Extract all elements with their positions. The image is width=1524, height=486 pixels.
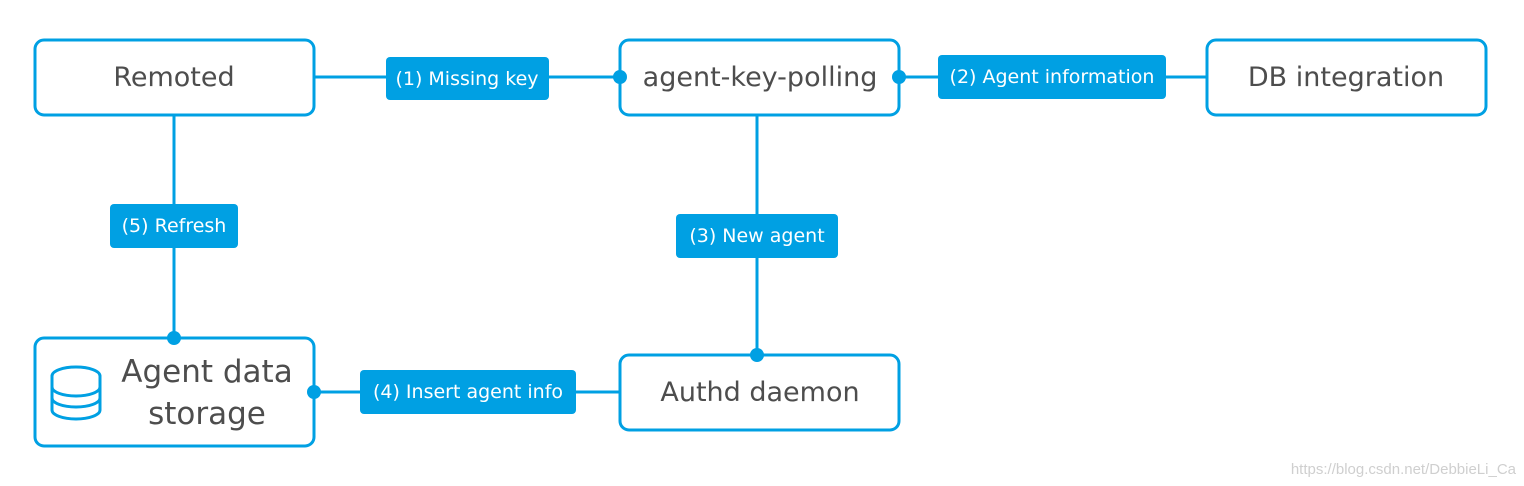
edge-label-agent-information: (2) Agent information	[938, 55, 1166, 99]
node-agent-storage: Agent data storage	[33, 336, 316, 448]
node-key-polling-label: agent-key-polling	[643, 62, 878, 93]
node-db-integration-label: DB integration	[1248, 62, 1444, 93]
dot-storage-top	[167, 331, 181, 345]
dot-keypolling-left	[613, 70, 627, 84]
endpoint-dots	[167, 70, 906, 399]
dot-authd-top	[750, 348, 764, 362]
edge-label-refresh-text: (5) Refresh	[122, 215, 227, 237]
edge-label-insert-agent-info: (4) Insert agent info	[360, 370, 576, 414]
edge-label-missing-key-text: (1) Missing key	[395, 68, 538, 90]
dot-storage-right	[307, 385, 321, 399]
node-remoted-label: Remoted	[113, 62, 234, 93]
watermark-text: https://blog.csdn.net/DebbieLi_Ca	[1290, 461, 1516, 478]
node-db-integration-box	[1205, 38, 1488, 117]
edge-label-insert-agent-info-text: (4) Insert agent info	[373, 381, 563, 403]
node-key-polling: agent-key-polling	[618, 38, 901, 117]
edge-label-agent-information-text: (2) Agent information	[950, 66, 1155, 88]
node-db-integration: DB integration	[1205, 38, 1488, 117]
node-remoted-box	[33, 38, 316, 117]
node-remoted: Remoted	[33, 38, 316, 117]
dot-keypolling-right	[892, 70, 906, 84]
database-icon	[50, 365, 102, 421]
node-agent-storage-label-line1: Agent data	[121, 354, 292, 390]
edge-label-new-agent: (3) New agent	[676, 214, 838, 258]
edge-label-missing-key: (1) Missing key	[386, 57, 549, 100]
node-agent-storage-label-line2: storage	[148, 396, 266, 432]
node-authd: Authd daemon	[618, 353, 901, 432]
edge-label-refresh: (5) Refresh	[110, 204, 238, 248]
node-authd-label: Authd daemon	[660, 377, 859, 408]
edge-label-new-agent-text: (3) New agent	[689, 225, 824, 247]
